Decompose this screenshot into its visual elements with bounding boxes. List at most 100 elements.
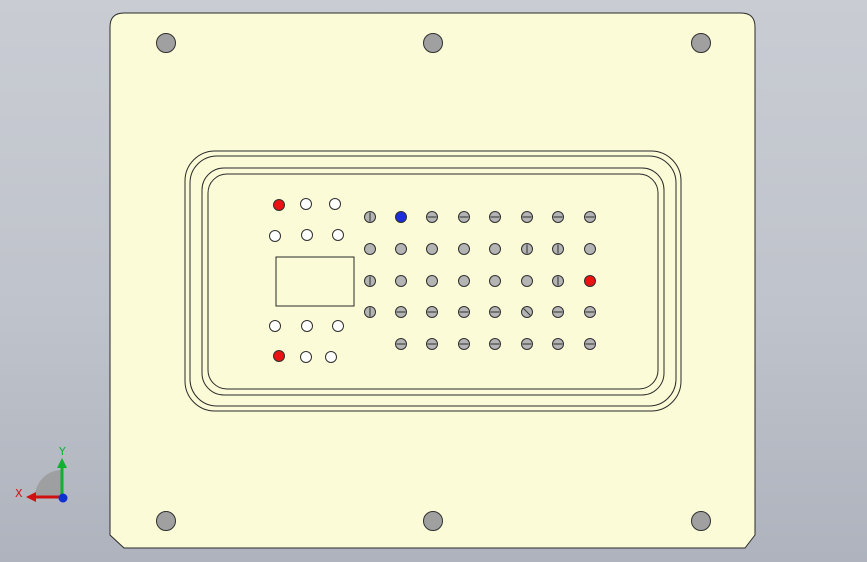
red-pin[interactable]: [273, 350, 285, 362]
pin-circle: [395, 275, 407, 287]
mount-hole[interactable]: [156, 511, 176, 531]
open-pin[interactable]: [329, 198, 341, 210]
open-pin-circle: [329, 198, 341, 210]
connector-latch-window[interactable]: [275, 256, 355, 307]
open-pin-circle: [325, 351, 337, 363]
blue-pin[interactable]: [395, 211, 407, 223]
pin[interactable]: [395, 275, 407, 287]
pin[interactable]: [489, 306, 501, 318]
pin[interactable]: [426, 338, 438, 350]
left-pin-cluster: [269, 198, 344, 363]
pin[interactable]: [521, 211, 533, 223]
pin[interactable]: [521, 275, 533, 287]
pin[interactable]: [395, 338, 407, 350]
red-pin[interactable]: [584, 275, 596, 287]
pin[interactable]: [364, 306, 376, 318]
pin-circle: [521, 275, 533, 287]
pin-circle: [426, 275, 438, 287]
pin-slot-line: [523, 308, 531, 316]
triad-y-label: Y: [58, 445, 66, 458]
pin-circle: [584, 243, 596, 255]
pin[interactable]: [521, 306, 533, 318]
open-pin[interactable]: [269, 320, 281, 332]
pin[interactable]: [458, 275, 470, 287]
pin[interactable]: [584, 211, 596, 223]
pin[interactable]: [458, 338, 470, 350]
open-pin-circle: [332, 320, 344, 332]
pin[interactable]: [584, 306, 596, 318]
open-pin[interactable]: [300, 351, 312, 363]
pin[interactable]: [521, 338, 533, 350]
connector-housing[interactable]: [184, 150, 682, 412]
pin[interactable]: [552, 275, 564, 287]
pin[interactable]: [458, 306, 470, 318]
pin[interactable]: [489, 338, 501, 350]
pin[interactable]: [395, 243, 407, 255]
mount-hole[interactable]: [423, 511, 443, 531]
pin[interactable]: [364, 275, 376, 287]
pin-circle: [426, 243, 438, 255]
pin[interactable]: [521, 243, 533, 255]
open-pin-circle: [300, 351, 312, 363]
pin-circle: [458, 275, 470, 287]
pin[interactable]: [552, 243, 564, 255]
open-pin[interactable]: [269, 230, 281, 242]
pin-circle: [489, 275, 501, 287]
open-pin[interactable]: [300, 198, 312, 210]
open-pin[interactable]: [301, 229, 313, 241]
housing-inner-edge: [201, 167, 665, 396]
housing-inner-edge-inner: [207, 173, 659, 390]
pin[interactable]: [584, 338, 596, 350]
open-pin-circle: [301, 229, 313, 241]
pin[interactable]: [426, 306, 438, 318]
triad-y-arrow: [57, 458, 67, 468]
open-pin-circle: [269, 320, 281, 332]
pin[interactable]: [489, 275, 501, 287]
triad-x-arrow: [26, 492, 36, 502]
pin[interactable]: [426, 211, 438, 223]
pin[interactable]: [458, 243, 470, 255]
open-pin-circle: [269, 230, 281, 242]
pin[interactable]: [395, 306, 407, 318]
pin[interactable]: [552, 306, 564, 318]
housing-outer-edge: [184, 150, 682, 412]
open-pin[interactable]: [332, 320, 344, 332]
red-pin[interactable]: [273, 199, 285, 211]
pin[interactable]: [489, 211, 501, 223]
triad-plane-fan: [35, 470, 62, 497]
mount-hole[interactable]: [156, 33, 176, 53]
open-pin-circle: [301, 320, 313, 332]
open-pin[interactable]: [301, 320, 313, 332]
pin-circle: [395, 243, 407, 255]
red-pin-circle: [584, 275, 596, 287]
pin-circle: [458, 243, 470, 255]
coordinate-triad-icon: Y X: [15, 445, 68, 503]
triad-x-label: X: [15, 487, 23, 500]
open-pin[interactable]: [332, 229, 344, 241]
pin[interactable]: [552, 211, 564, 223]
open-pin[interactable]: [325, 351, 337, 363]
pin[interactable]: [426, 275, 438, 287]
open-pin-circle: [332, 229, 344, 241]
mounting-holes: [156, 33, 711, 531]
open-pin-circle: [300, 198, 312, 210]
pin[interactable]: [458, 211, 470, 223]
pin[interactable]: [584, 243, 596, 255]
mount-hole[interactable]: [423, 33, 443, 53]
pin-grid: [364, 211, 596, 350]
pin[interactable]: [552, 338, 564, 350]
pin-circle: [364, 243, 376, 255]
pin[interactable]: [489, 243, 501, 255]
mount-hole[interactable]: [691, 511, 711, 531]
pin[interactable]: [364, 211, 376, 223]
housing-outer-edge-inner: [189, 155, 677, 407]
pin[interactable]: [426, 243, 438, 255]
pin-circle: [489, 243, 501, 255]
pin[interactable]: [364, 243, 376, 255]
blue-pin-circle: [395, 211, 407, 223]
red-pin-circle: [273, 199, 285, 211]
triad-z-axis: [58, 493, 68, 503]
mount-hole[interactable]: [691, 33, 711, 53]
